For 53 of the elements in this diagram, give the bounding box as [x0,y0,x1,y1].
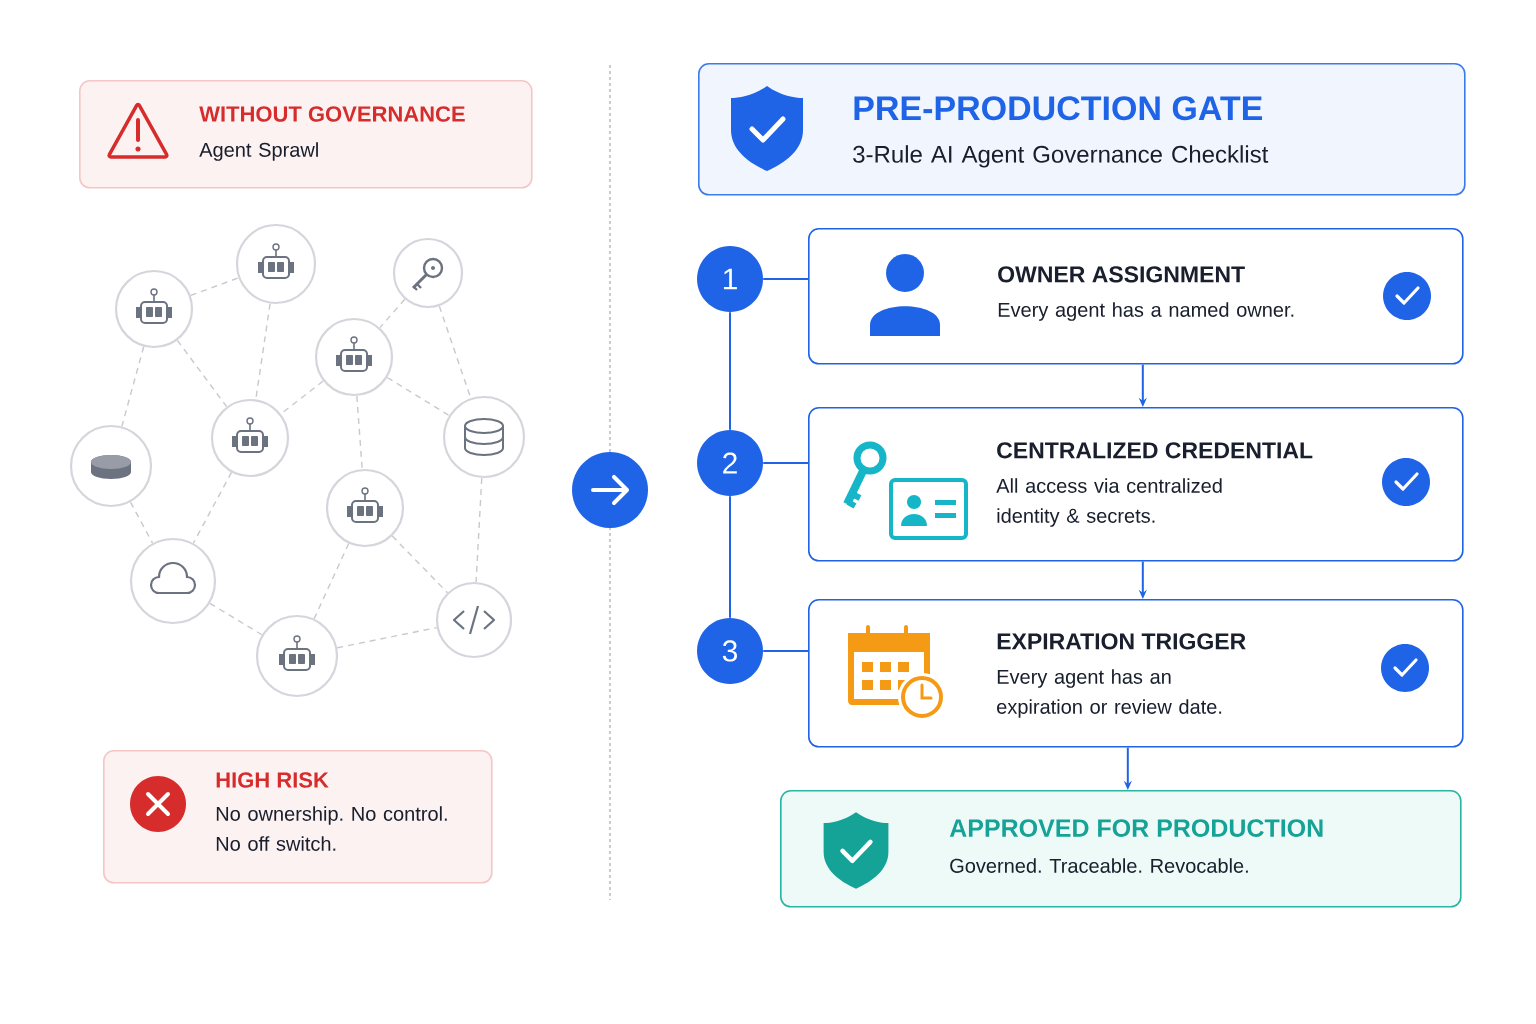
card-heading: PRE-PRODUCTION GATE [854,96,1263,121]
connector-line [336,626,438,649]
key-circle [392,237,464,309]
cloud-circle [129,537,217,625]
card-text: Agent Sprawl [199,142,318,161]
robot-circle [210,398,290,478]
card [103,750,493,884]
card-heading: HIGH RISK [216,772,329,788]
connector-line [386,376,450,417]
connector-line [129,501,154,544]
connector-line [729,311,731,431]
card [808,228,1464,365]
card-text: Every agent has an expiration or review date. [997,669,1222,718]
robot-circle [314,317,394,397]
step-number: 2 [697,430,763,496]
card [808,407,1464,562]
card-text: Every agent has a named owner. [998,302,1294,321]
connector-line [313,542,350,620]
connector-line [475,477,483,583]
step-number: 1 [697,246,763,312]
connector-line [192,471,233,544]
connector-line [729,495,731,619]
robot-circle [114,269,194,349]
connector-line [121,346,145,428]
card [698,63,1466,196]
card-heading: WITHOUT GOVERNANCE [199,106,465,122]
card-text: No ownership. No control. No off switch. [216,806,447,851]
card [808,599,1464,748]
robot-circle [325,468,405,548]
robot-circle [255,614,339,698]
connector-line [190,277,240,297]
connector-line [391,535,449,594]
card-text: Governed. Traceable. Revocable. [950,858,1248,873]
card [780,790,1462,908]
database-circle [442,395,526,479]
code-circle [435,581,513,659]
connector-line [176,339,228,408]
card-heading: APPROVED FOR PRODUCTION [949,819,1323,837]
card-heading: CENTRALIZED CREDENTIAL [997,442,1313,459]
disk-circle [69,424,153,508]
card-heading: OWNER ASSIGNMENT [998,266,1245,283]
step-number: 3 [697,618,763,684]
connector-line [762,278,809,280]
connector-line [762,462,809,464]
connector-line [762,650,809,652]
card [79,80,533,189]
card-text: All access via centralized identity & secrets. [996,478,1222,527]
connector-line [379,298,406,329]
connector-line [209,602,263,636]
robot-circle [235,223,317,305]
connector-line [356,395,363,470]
card-text: 3-Rule AI Agent Governance Checklist [853,145,1269,168]
card-heading: EXPIRATION TRIGGER [997,633,1246,650]
